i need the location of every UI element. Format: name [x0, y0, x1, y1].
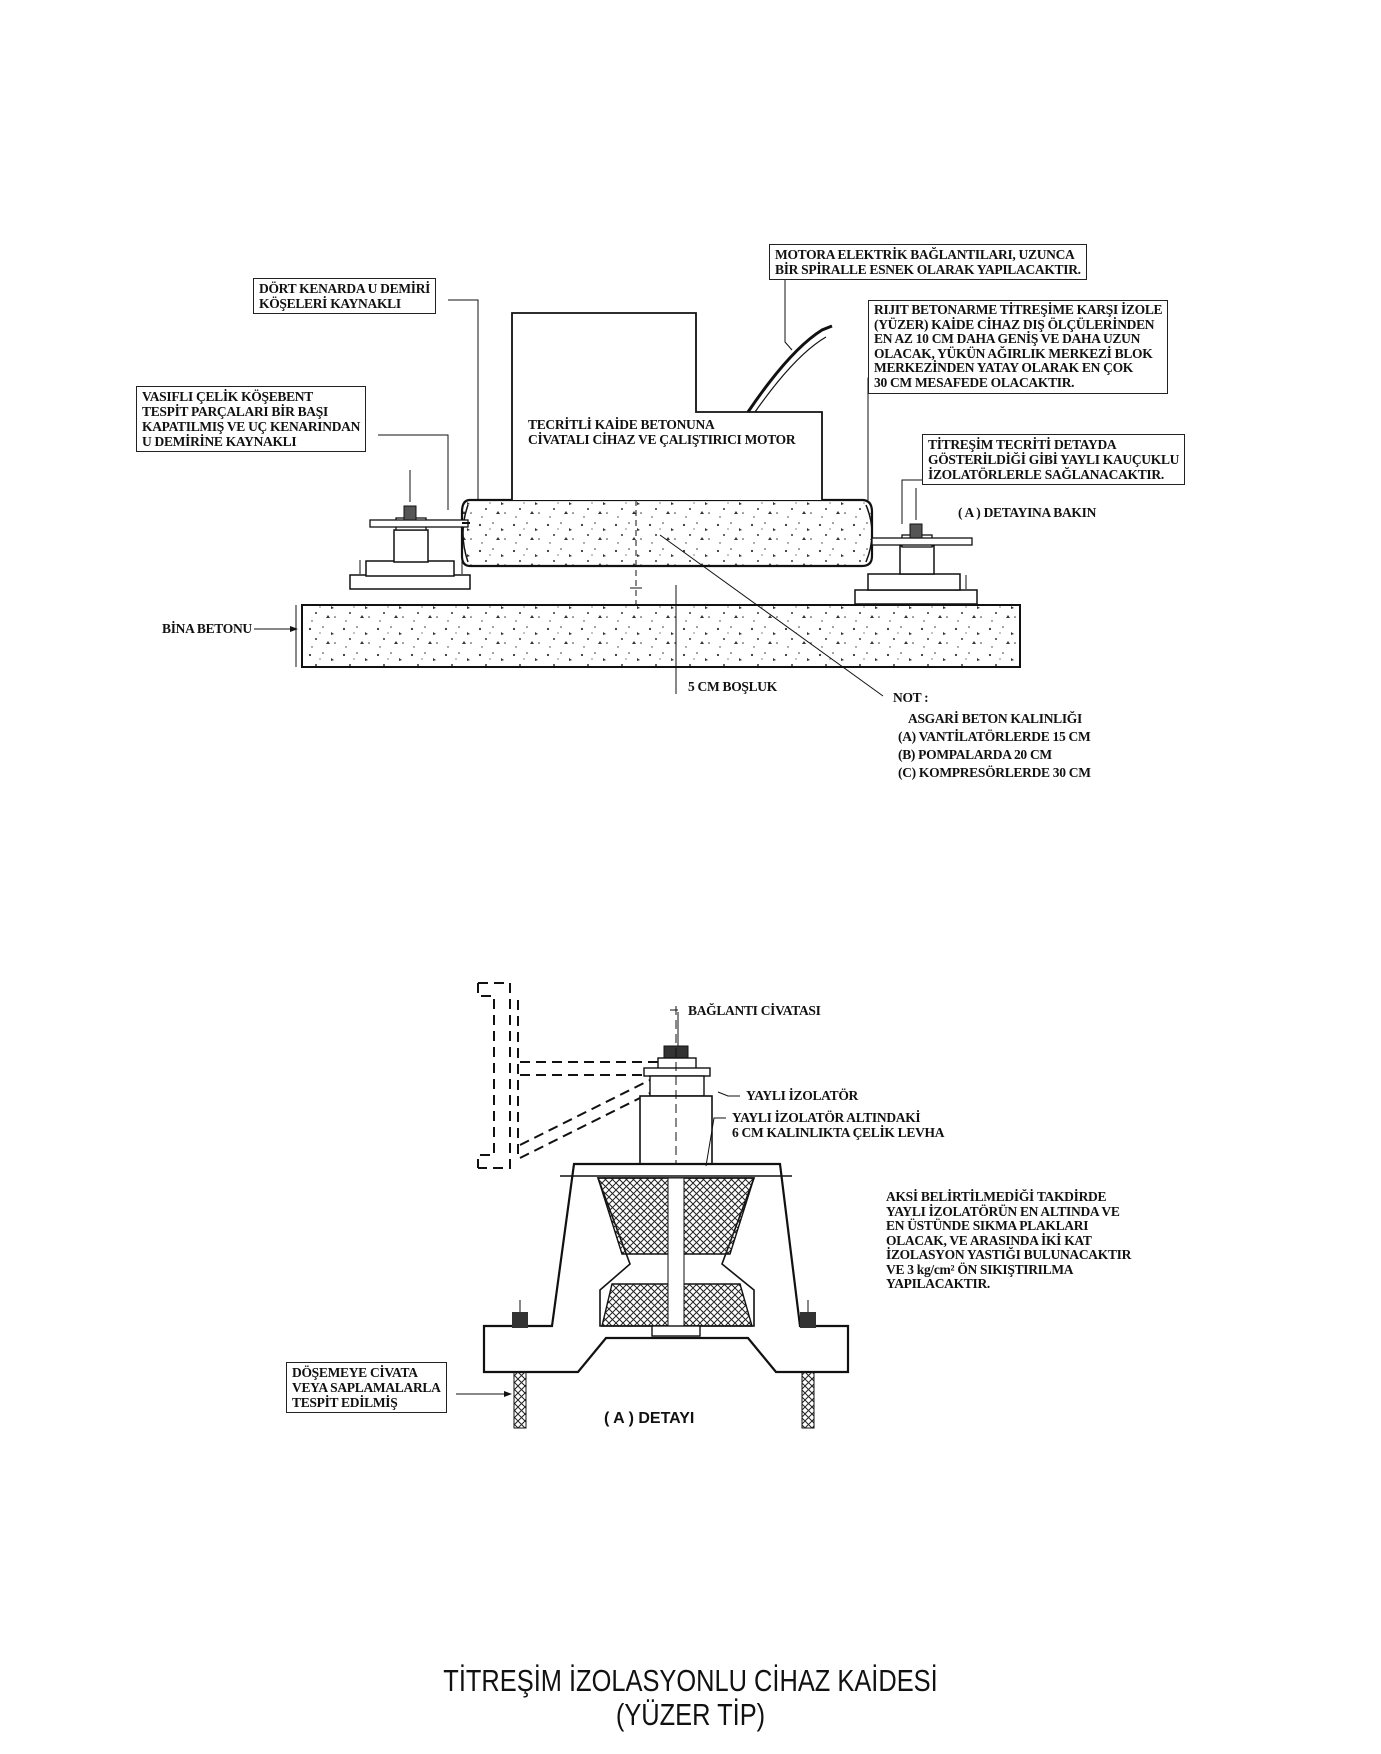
- side-note-line-6: VE 3 kg/cm² ÖN SIKIŞTIRILMA: [886, 1261, 1074, 1277]
- rigid-base-line-1: RIJIT BETONARME TİTREŞİME KARŞI İZOLE: [874, 302, 1163, 317]
- motor-connection-line-1: MOTORA ELEKTRİK BAĞLANTILARI, UZUNCA: [775, 247, 1075, 262]
- building-concrete-label: BİNA BETONU: [162, 621, 252, 636]
- rigid-base-line-3: EN AZ 10 CM DAHA GENİŞ VE DAHA UZUN: [874, 331, 1141, 347]
- note-line-3: (B) POMPALARDA 20 CM: [898, 747, 1052, 762]
- right-isolator: [854, 488, 978, 605]
- plate-line-2: 6 CM KALINLIKTA ÇELİK LEVHA: [732, 1125, 945, 1140]
- detail-caption: ( A ) DETAYI: [604, 1410, 695, 1427]
- side-note-line-4: OLACAK, VE ARASINDA İKİ KAT: [886, 1232, 1092, 1248]
- steel-angle-label: VASIFLI ÇELİK KÖŞEBENT TESPİT PARÇALARI …: [136, 386, 367, 452]
- floor-line-1: DÖŞEMEYE CİVATA: [292, 1365, 418, 1380]
- floor-anchor-label: DÖŞEMEYE CİVATA VEYA SAPLAMALARLA TESPİT…: [286, 1362, 447, 1413]
- rigid-base-line-4: OLACAK, YÜKÜN AĞIRLIK MERKEZİ BLOK: [874, 345, 1153, 361]
- motor-connection-label: MOTORA ELEKTRİK BAĞLANTILARI, UZUNCA BİR…: [769, 244, 1087, 280]
- steel-angle-line-1: VASIFLI ÇELİK KÖŞEBENT: [142, 389, 313, 404]
- anchor-bolt-left: [512, 1300, 528, 1429]
- motor-connection-line-2: BİR SPİRALLE ESNEK OLARAK YAPILACAKTIR.: [775, 262, 1081, 277]
- rigid-base-line-5: MERKEZİNDEN YATAY OLARAK EN ÇOK: [874, 360, 1133, 376]
- motor-line-2: CİVATALI CİHAZ VE ÇALIŞTIRICI MOTOR: [528, 432, 796, 447]
- rigid-base-line-2: (YÜZER) KAİDE CİHAZ DIŞ ÖLÇÜLERİNDEN: [874, 316, 1155, 332]
- floor-line-3: TESPİT EDİLMİŞ: [292, 1395, 398, 1410]
- side-note-line-5: İZOLASYON YASTIĞI BULUNACAKTIR: [886, 1247, 1132, 1262]
- plate-line-1: YAYLI İZOLATÖR ALTINDAKİ: [732, 1110, 921, 1125]
- note-line-2: (A) VANTİLATÖRLERDE 15 CM: [898, 729, 1091, 744]
- side-note: AKSİ BELİRTİLMEDİĞİ TAKDİRDE YAYLI İZOLA…: [886, 1189, 1132, 1292]
- steel-angle-line-4: U DEMİRİNE KAYNAKLI: [142, 434, 297, 449]
- note-block: ASGARİ BETON KALINLIĞI (A) VANTİLATÖRLER…: [898, 710, 1091, 782]
- u-iron-line-2: KÖŞELERİ KAYNAKLI: [259, 296, 401, 311]
- side-note-line-3: EN ÜSTÜNDE SIKMA PLAKLARI: [886, 1218, 1089, 1233]
- steel-angle-line-3: KAPATILMIŞ VE UÇ KENARINDAN: [142, 419, 361, 434]
- gap-label: 5 CM BOŞLUK: [688, 679, 777, 694]
- bolt-label: BAĞLANTI CİVATASI: [688, 1003, 821, 1018]
- isolation-label: TİTREŞİM TECRİTİ DETAYDA GÖSTERİLDİĞİ Gİ…: [922, 434, 1186, 485]
- isolation-line-3: İZOLATÖRLERLE SAĞLANACAKTIR.: [928, 467, 1164, 482]
- drawing-title: TİTREŞİM İZOLASYONLU CİHAZ KAİDESİ: [443, 1663, 938, 1698]
- u-iron-label: DÖRT KENARDA U DEMİRİ KÖŞELERİ KAYNAKLI: [253, 278, 437, 314]
- side-note-line-7: YAPILACAKTIR.: [886, 1276, 990, 1291]
- note-line-4: (C) KOMPRESÖRLERDE 30 CM: [898, 765, 1091, 780]
- machine-outline: [511, 312, 823, 500]
- rigid-base-line-6: 30 CM MESAFEDE OLACAKTIR.: [874, 374, 1075, 390]
- u-iron-line-1: DÖRT KENARDA U DEMİRİ: [259, 281, 431, 296]
- inertia-base: [460, 498, 874, 568]
- floor-line-2: VEYA SAPLAMALARLA: [292, 1380, 441, 1395]
- spring-label: YAYLI İZOLATÖR: [746, 1088, 858, 1103]
- left-isolator: [349, 470, 471, 590]
- motor-cable: [746, 324, 833, 413]
- side-note-line-1: AKSİ BELİRTİLMEDİĞİ TAKDİRDE: [886, 1189, 1107, 1204]
- anchor-bolt-right: [800, 1300, 816, 1429]
- motor-label: TECRİTLİ KAİDE BETONUNA CİVATALI CİHAZ V…: [528, 417, 796, 447]
- isolation-line-2: GÖSTERİLDİĞİ GİBİ YAYLI KAUÇUKLU: [928, 452, 1180, 467]
- see-detail-label: ( A ) DETAYINA BAKIN: [958, 505, 1097, 520]
- plate-label: YAYLI İZOLATÖR ALTINDAKİ 6 CM KALINLIKTA…: [732, 1110, 944, 1140]
- note-head: NOT :: [893, 690, 929, 705]
- drawing-subtitle: (YÜZER TİP): [615, 1697, 766, 1732]
- side-note-line-2: YAYLI İZOLATÖRÜN EN ALTINDA VE: [886, 1203, 1120, 1219]
- rigid-base-label: RIJIT BETONARME TİTREŞİME KARŞI İZOLE (Y…: [868, 300, 1169, 394]
- note-line-1: ASGARİ BETON KALINLIĞI: [908, 711, 1082, 726]
- channel-dashed: [477, 982, 673, 1169]
- isolation-line-1: TİTREŞİM TECRİTİ DETAYDA: [928, 437, 1117, 452]
- motor-line-1: TECRİTLİ KAİDE BETONUNA: [528, 417, 715, 432]
- steel-angle-line-2: TESPİT PARÇALARI BİR BAŞI: [142, 404, 328, 419]
- building-slab: [301, 604, 1021, 668]
